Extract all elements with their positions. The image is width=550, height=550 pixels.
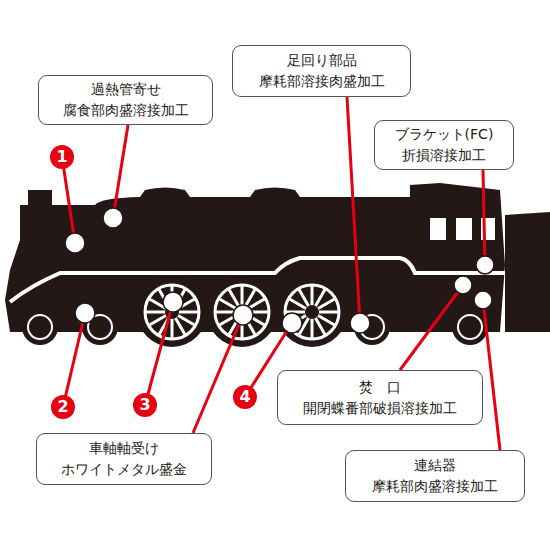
callout-box: 車軸軸受けホワイトメタル盛金	[36, 433, 212, 485]
part-name: 車軸軸受け	[89, 438, 159, 459]
leading-wheel	[22, 309, 58, 345]
driving-wheel	[277, 277, 347, 347]
tender	[505, 212, 550, 332]
process-name: ホワイトメタル盛金	[61, 459, 187, 480]
callout-box: 足回り部品摩耗部溶接肉盛加工	[232, 45, 411, 97]
callout-number: 4	[233, 385, 257, 409]
callout-number: 1	[50, 145, 74, 169]
callout-box: 過熱管寄せ腐食部肉盛溶接加工	[38, 75, 213, 125]
marker-points	[65, 208, 494, 333]
callout-box: 連結器摩耗部肉盛溶接加工	[345, 450, 525, 502]
process-name: 摩耗部肉盛溶接加工	[372, 476, 498, 497]
callout-number: 3	[133, 393, 157, 417]
driving-wheel	[137, 277, 207, 347]
callout-box: ブラケット(FC)折損溶接加工	[374, 120, 514, 170]
cab-window	[430, 218, 446, 240]
part-name: 焚 口	[359, 377, 401, 398]
process-name: 腐食部肉盛溶接加工	[63, 100, 189, 121]
part-name: 過熱管寄せ	[91, 79, 161, 100]
part-name: ブラケット(FC)	[395, 124, 494, 145]
callout-box: 焚 口開閉蝶番部破損溶接加工	[277, 370, 483, 425]
tender-wheel	[452, 309, 488, 345]
leader-lines	[62, 97, 500, 450]
callout-number: 2	[51, 395, 75, 419]
cab-window	[456, 218, 472, 240]
process-name: 摩耗部溶接肉盛加工	[259, 71, 385, 92]
process-name: 折損溶接加工	[402, 145, 486, 166]
driving-wheel	[207, 277, 277, 347]
part-name: 足回り部品	[287, 50, 357, 71]
part-name: 連結器	[414, 455, 456, 476]
process-name: 開閉蝶番部破損溶接加工	[303, 398, 457, 419]
